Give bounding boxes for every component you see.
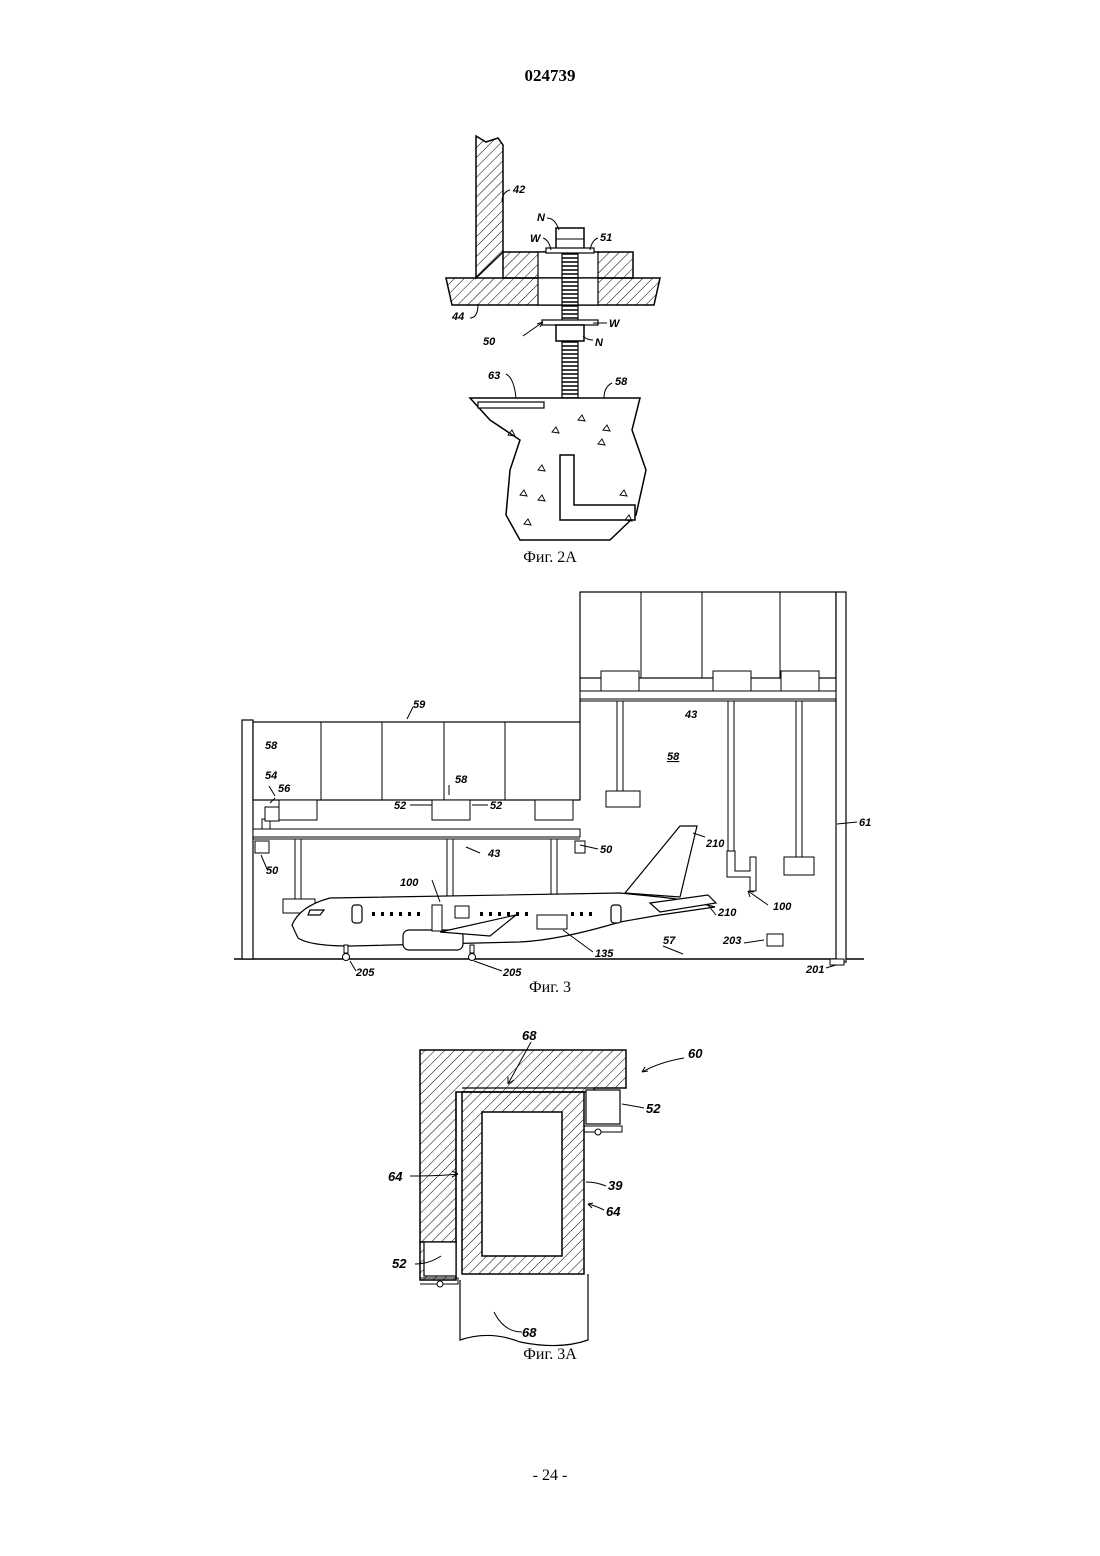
figure-3: 59 58 54 56 58 52 52 43 50 50 43 58 61 2… (234, 592, 871, 996)
figure-3a: 68 60 52 64 39 64 52 68 Фиг. 3А (388, 1028, 703, 1363)
low-beam-43 (253, 829, 580, 837)
bracket-52-top (586, 1090, 620, 1124)
ref-210-stab: 210 (717, 907, 737, 919)
ref-54: 54 (265, 770, 277, 782)
figure-2a: 42 N W 51 44 50 W N 63 58 Фиг. 2А (446, 136, 660, 566)
ref-60: 60 (688, 1046, 703, 1061)
page-number: - 24 - (0, 1467, 1100, 1485)
ref-64-right: 64 (606, 1204, 621, 1219)
ref-58-mid: 58 (455, 774, 468, 786)
ref-n-lower: N (595, 337, 604, 349)
ref-52-left: 52 (394, 800, 406, 812)
ref-58: 58 (615, 376, 628, 388)
ref-203: 203 (722, 935, 741, 947)
caption-fig-2a: Фиг. 2А (523, 549, 577, 566)
aircraft (292, 826, 716, 950)
caption-fig-3a: Фиг. 3А (523, 1346, 577, 1363)
ref-205-left: 205 (355, 967, 375, 979)
right-column-61 (836, 592, 846, 962)
ref-59: 59 (413, 699, 426, 711)
ref-51: 51 (600, 232, 612, 244)
ref-43-high: 43 (684, 709, 697, 721)
ref-63: 63 (488, 370, 500, 382)
ref-50: 50 (483, 336, 496, 348)
ref-100-right: 100 (773, 901, 792, 913)
ref-52-right: 52 (490, 800, 502, 812)
ref-52-top: 52 (646, 1101, 661, 1116)
ref-56: 56 (278, 783, 291, 795)
ref-58-left: 58 (265, 740, 278, 752)
ref-135: 135 (595, 948, 614, 960)
ref-w-lower: W (609, 318, 621, 330)
ref-68-top: 68 (522, 1028, 537, 1043)
left-column (242, 720, 253, 959)
ref-w-upper: W (530, 233, 542, 245)
ref-68-bottom: 68 (522, 1325, 537, 1340)
ref-39: 39 (608, 1178, 623, 1193)
ref-205-right: 205 (502, 967, 522, 979)
ref-201: 201 (805, 964, 824, 976)
ref-52-bottom: 52 (392, 1256, 407, 1271)
ref-57: 57 (663, 935, 676, 947)
caption-fig-3: Фиг. 3 (529, 979, 571, 996)
ref-210-tail: 210 (705, 838, 725, 850)
ref-58-high: 58 (667, 751, 680, 763)
bracket-52-bottom (424, 1242, 456, 1276)
ref-50-right: 50 (600, 844, 613, 856)
top-washer (546, 248, 594, 253)
ref-44: 44 (451, 311, 464, 323)
lower-nut (556, 325, 584, 341)
wall-42 (476, 136, 503, 278)
high-roof-panels (580, 592, 836, 678)
ref-42: 42 (512, 184, 525, 196)
ref-50-left: 50 (266, 865, 279, 877)
ref-43-low: 43 (487, 848, 500, 860)
low-roof-panels-59 (253, 722, 580, 800)
ref-100-left: 100 (400, 877, 419, 889)
high-beam-43 (580, 691, 836, 699)
ref-64-left: 64 (388, 1169, 403, 1184)
ref-61: 61 (859, 817, 871, 829)
ref-n-upper: N (537, 212, 546, 224)
rebar-63 (478, 402, 544, 408)
